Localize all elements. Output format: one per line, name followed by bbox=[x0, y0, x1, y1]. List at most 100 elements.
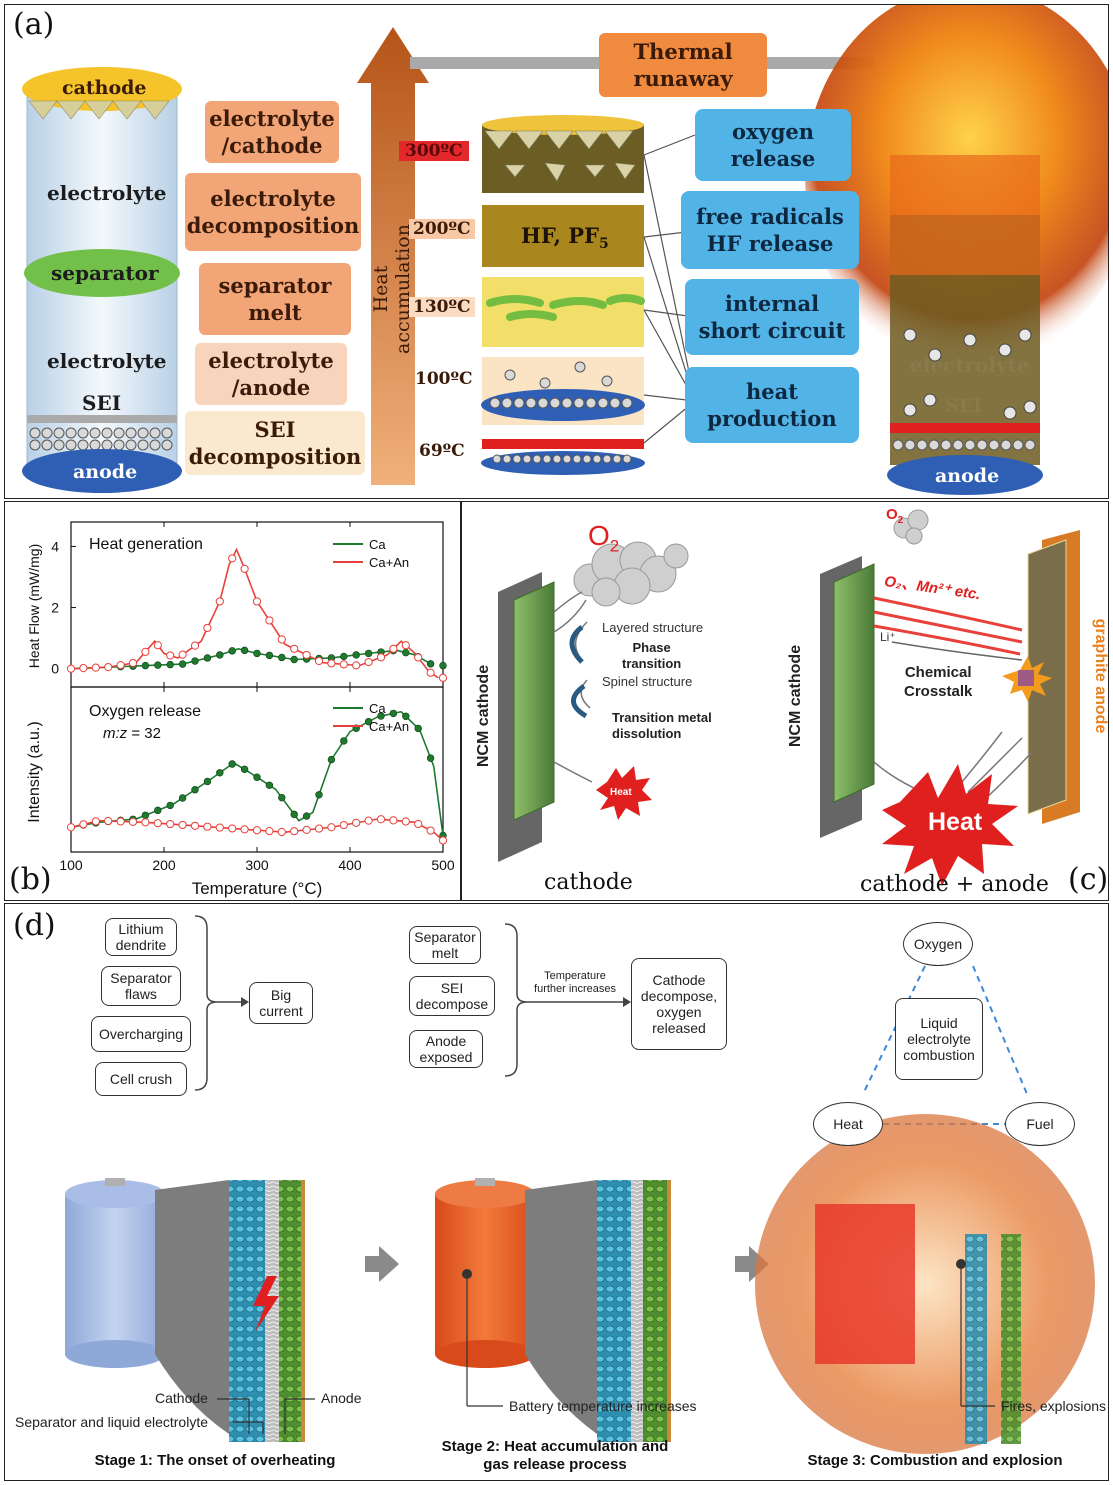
cause-separator-melt: Separator melt bbox=[409, 926, 481, 964]
spinel-structure-label: Spinel structure bbox=[602, 674, 693, 689]
burning-cell-fire bbox=[890, 155, 1040, 275]
point-Ca-An bbox=[240, 825, 249, 834]
cause-anode-exposed: Anode exposed bbox=[409, 1030, 483, 1068]
point-Ca-An bbox=[104, 663, 113, 672]
stage1-wrap bbox=[155, 1180, 229, 1434]
point-Ca-An bbox=[203, 623, 212, 633]
point-Ca-An bbox=[215, 597, 224, 606]
y-tick-label: 0 bbox=[51, 661, 59, 677]
point-Ca-An bbox=[252, 826, 262, 835]
point-Ca bbox=[290, 655, 298, 664]
layer-electrolyte-decomp bbox=[482, 205, 644, 267]
stage1-brace bbox=[194, 915, 218, 1091]
point-Ca-An bbox=[401, 817, 410, 826]
point-Ca-An bbox=[228, 824, 237, 833]
stage-arrow-1 bbox=[365, 1246, 399, 1282]
stage2-arrowhead bbox=[623, 997, 631, 1007]
phase-transition-arrow bbox=[569, 625, 584, 664]
temp-200: 200ºC bbox=[409, 219, 475, 239]
legend-label-Ca: Ca bbox=[369, 537, 386, 552]
triangle-fuel: Fuel bbox=[1005, 1102, 1075, 1146]
panel-a-label: (a) bbox=[13, 7, 55, 42]
burning-particles bbox=[903, 328, 1037, 420]
legend-label-Ca+An: Ca+An bbox=[369, 555, 409, 570]
right-ncm-label: NCM cathode bbox=[787, 644, 804, 748]
callout-fires: Fires, explosions bbox=[1001, 1398, 1107, 1414]
point-Ca bbox=[216, 651, 224, 659]
point-Ca-An bbox=[414, 819, 423, 829]
x-axis-label: Temperature (°C) bbox=[192, 879, 323, 898]
point-Ca bbox=[203, 654, 212, 662]
point-Ca-An bbox=[104, 816, 113, 826]
panel-d-graphics bbox=[65, 915, 1095, 1454]
point-Ca-An bbox=[252, 597, 262, 606]
stage2-cathode-layer bbox=[597, 1180, 631, 1442]
point-Ca bbox=[265, 651, 274, 660]
point-Ca-An bbox=[376, 653, 386, 662]
stage1-cylinder-top bbox=[65, 1180, 165, 1208]
point-Ca-An bbox=[66, 823, 76, 832]
left-o2-label: O2 bbox=[588, 520, 619, 557]
point-Ca-An bbox=[215, 823, 224, 832]
li-arrow bbox=[891, 641, 1023, 661]
caption-cathode: cathode bbox=[544, 870, 633, 895]
heat-accumulation-label: Heat accumulation bbox=[370, 224, 414, 354]
y-tick-label: 4 bbox=[51, 538, 59, 554]
point-Ca-An bbox=[314, 656, 324, 666]
crosstalk-star bbox=[1002, 656, 1052, 702]
stage2-cylinder bbox=[435, 1194, 535, 1354]
fire-triangle bbox=[862, 965, 1028, 1125]
reaction-separator-melt: separator melt bbox=[199, 263, 351, 335]
bottom-chart-title: Oxygen release bbox=[89, 703, 201, 720]
point-Ca bbox=[302, 812, 311, 820]
point-Ca bbox=[240, 765, 249, 774]
legend-label-Ca: Ca bbox=[369, 701, 386, 716]
reaction-electrolyte-cathode: electrolyte /cathode bbox=[205, 101, 339, 163]
stage3-anode-layer bbox=[1001, 1234, 1021, 1444]
point-Ca bbox=[166, 660, 174, 669]
point-Ca-An bbox=[414, 653, 423, 662]
panel-c: O2 Layered structure Phase transition Sp… bbox=[461, 501, 1109, 901]
temp-300: 300ºC bbox=[399, 141, 469, 161]
point-Ca-An bbox=[91, 663, 100, 672]
anode-base bbox=[22, 449, 182, 493]
stage2-cylinder-top bbox=[435, 1180, 535, 1208]
big-current-box: Big current bbox=[249, 982, 313, 1024]
chemical-crosstalk-label: Chemical Crosstalk bbox=[904, 664, 973, 700]
point-Ca-An bbox=[364, 816, 373, 825]
point-Ca-An bbox=[265, 616, 274, 625]
reaction-electrolyte-decomposition: electrolyte decomposition bbox=[185, 173, 361, 251]
reaction-sei-decomposition: SEI decomposition bbox=[185, 411, 365, 475]
callout-lines bbox=[217, 1266, 995, 1434]
point-Ca bbox=[178, 660, 187, 668]
hf-pf-subscript: 5 bbox=[598, 236, 609, 253]
right-ncm-sheet bbox=[833, 563, 875, 803]
temp-69: 69ºC bbox=[419, 441, 465, 461]
point-Ca bbox=[265, 781, 274, 789]
cell-sei-label: SEI bbox=[82, 391, 122, 415]
point-Ca-An bbox=[389, 816, 398, 825]
triangle-heat: Heat bbox=[813, 1102, 883, 1146]
stage1-terminal bbox=[105, 1178, 125, 1186]
point-Ca-An bbox=[141, 647, 150, 656]
point-Ca bbox=[240, 646, 249, 655]
cathode-decompose-box: Cathode decompose, oxygen released bbox=[631, 958, 727, 1050]
point-Ca bbox=[340, 737, 348, 745]
point-Ca bbox=[364, 717, 373, 726]
point-Ca bbox=[377, 712, 385, 720]
point-Ca-An bbox=[116, 817, 125, 826]
point-Ca bbox=[426, 660, 435, 668]
point-Ca bbox=[439, 661, 447, 670]
point-Ca-An bbox=[327, 823, 336, 832]
burning-electrolyte-label: electrolyte bbox=[910, 353, 1030, 377]
point-Ca bbox=[364, 649, 373, 658]
left-heat-label: Heat bbox=[610, 787, 632, 798]
stage1-cylinder bbox=[65, 1194, 165, 1354]
stage-arrow-2 bbox=[735, 1246, 769, 1282]
layer-cathode-cap bbox=[482, 115, 644, 135]
left-ncm-sheet bbox=[513, 581, 555, 821]
layer-sei-red bbox=[482, 439, 644, 449]
point-Ca bbox=[352, 651, 360, 659]
bottom-chart-subtitle: m:z = 32 bbox=[103, 725, 161, 742]
